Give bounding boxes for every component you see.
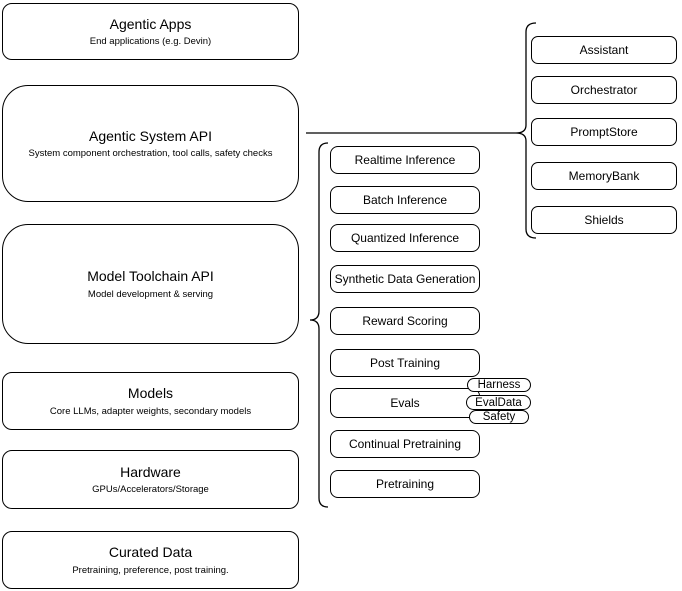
box-agentic-system-api: Agentic System API System component orch…: [2, 85, 299, 202]
box-hardware: Hardware GPUs/Accelerators/Storage: [2, 450, 299, 509]
box-post-training: Post Training: [330, 349, 480, 377]
box-hardware-title: Hardware: [120, 463, 181, 480]
box-model-toolchain-api-subtitle: Model development & serving: [87, 288, 214, 300]
box-evals: Evals: [330, 388, 480, 418]
box-shields: Shields: [531, 206, 677, 234]
box-agentic-system-api-subtitle: System component orchestration, tool cal…: [28, 148, 273, 160]
box-agentic-apps-subtitle: End applications (e.g. Devin): [89, 36, 212, 48]
box-agentic-system-api-title: Agentic System API: [89, 127, 212, 144]
box-realtime-inference: Realtime Inference: [330, 146, 480, 174]
box-curated-data-title: Curated Data: [108, 544, 193, 561]
pill-harness: Harness: [467, 378, 531, 392]
box-agentic-apps-title: Agentic Apps: [109, 15, 192, 32]
box-hardware-subtitle: GPUs/Accelerators/Storage: [92, 484, 209, 496]
box-pretraining: Pretraining: [330, 470, 480, 498]
box-continual-pretraining: Continual Pretraining: [330, 430, 480, 458]
box-memorybank: MemoryBank: [531, 162, 677, 190]
toolchain-brace: [309, 142, 329, 508]
box-curated-data: Curated Data Pretraining, preference, po…: [2, 531, 299, 589]
box-models-title: Models: [127, 385, 174, 402]
box-assistant: Assistant: [531, 36, 677, 64]
box-synthetic-data-generation: Synthetic Data Generation: [330, 265, 480, 293]
box-curated-data-subtitle: Pretraining, preference, post training.: [72, 564, 229, 576]
box-agentic-apps: Agentic Apps End applications (e.g. Devi…: [2, 3, 299, 60]
box-model-toolchain-api-title: Model Toolchain API: [87, 268, 214, 285]
box-model-toolchain-api: Model Toolchain API Model development & …: [2, 224, 299, 344]
box-reward-scoring: Reward Scoring: [330, 307, 480, 335]
box-quantized-inference: Quantized Inference: [330, 224, 480, 252]
box-promptstore: PromptStore: [531, 118, 677, 146]
box-models-subtitle: Core LLMs, adapter weights, secondary mo…: [49, 405, 252, 417]
box-models: Models Core LLMs, adapter weights, secon…: [2, 372, 299, 430]
box-batch-inference: Batch Inference: [330, 186, 480, 214]
box-orchestrator: Orchestrator: [531, 76, 677, 104]
pill-evaldata: EvalData: [466, 395, 531, 410]
pill-safety: Safety: [469, 410, 529, 424]
